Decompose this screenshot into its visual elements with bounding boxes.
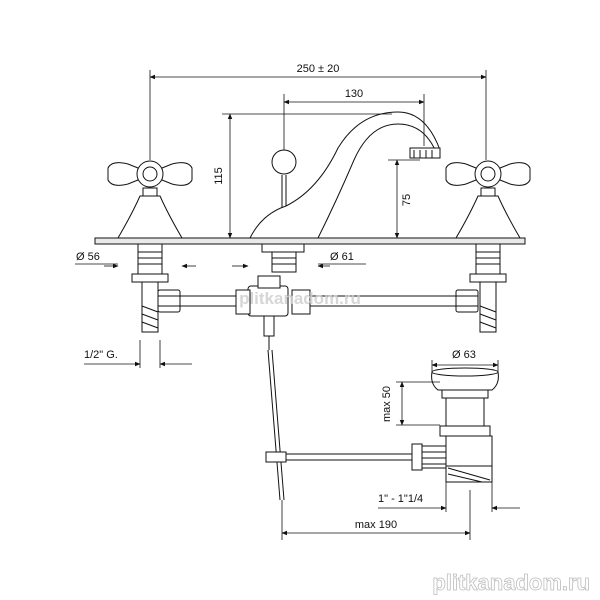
left-handle (107, 160, 193, 333)
spout (249, 111, 441, 273)
supply-hoses (180, 295, 456, 307)
right-handle (445, 160, 531, 333)
watermark-corner: plitkanadom.ru (432, 570, 590, 595)
label-drain-thread: 1" - 1"1/4 (378, 493, 423, 505)
label-outlet-height: 75 (401, 194, 413, 206)
counter-top (94, 237, 526, 245)
drain-assembly (411, 367, 499, 483)
popup-rod (265, 349, 412, 501)
connection-body (235, 275, 311, 350)
label-spout-base-dia: Ø 61 (330, 251, 354, 263)
label-drain-height: max 50 (381, 386, 393, 422)
label-handle-base-dia: Ø 56 (76, 251, 100, 263)
label-inlet-thread: 1/2" G. (84, 349, 118, 361)
watermark-center: plitkanadom.ru (239, 289, 361, 308)
label-spout-reach: 130 (345, 88, 363, 100)
label-overall-width: 250 ± 20 (297, 63, 340, 75)
label-drain-reach: max 190 (355, 519, 397, 531)
label-spout-height: 115 (213, 167, 225, 185)
label-drain-dia: Ø 63 (452, 349, 476, 361)
